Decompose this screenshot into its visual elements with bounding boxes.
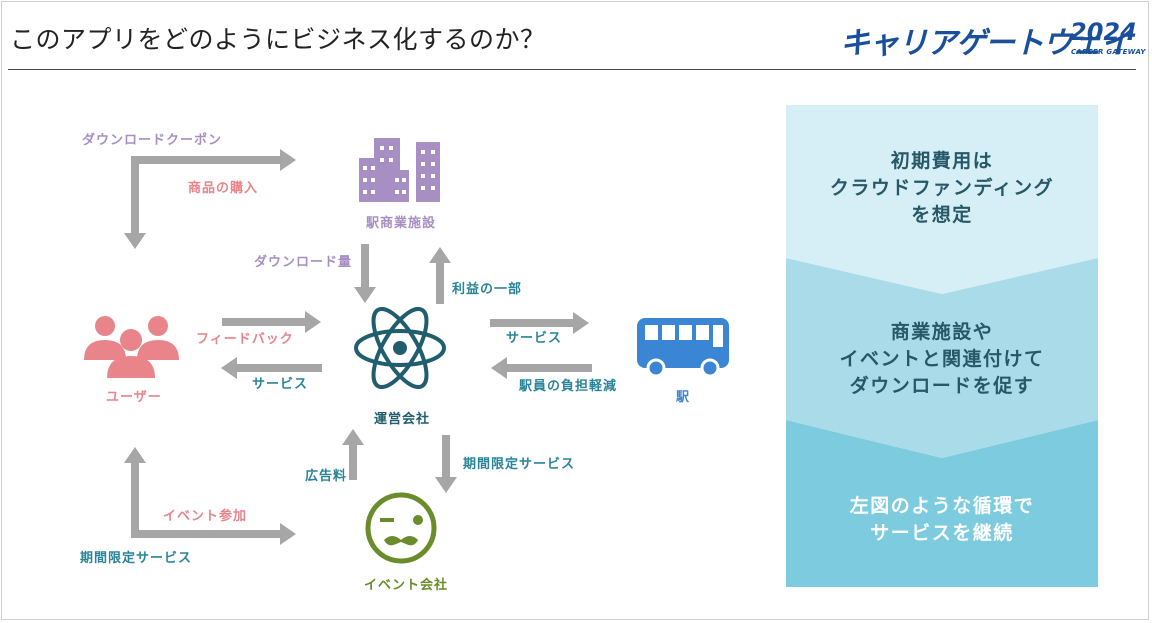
logo-subtitle: CAREER GATEWAY xyxy=(1071,48,1146,56)
step3-line2: サービスを継続 xyxy=(870,522,1014,544)
title-divider xyxy=(8,69,1136,70)
node-label-operator: 運営会社 xyxy=(374,412,431,427)
slide-title: このアプリをどのようにビジネス化するのか？ xyxy=(10,25,546,54)
flow-label-limited-service-user: 期間限定サービス xyxy=(80,551,193,566)
node-label-commercial: 駅商業施設 xyxy=(366,216,437,231)
arrow-commercial-to-user xyxy=(131,156,285,238)
building-icon xyxy=(359,138,440,202)
flow-label-profit-share: 利益の一部 xyxy=(452,282,523,297)
panel-step-2 xyxy=(786,258,1098,458)
process-panel-text: 初期費用は クラウドファンディング を想定 商業施設や イベントと関連付けて ダ… xyxy=(786,105,1098,587)
step3-line1: 左図のような循環で xyxy=(849,495,1035,517)
mustache-face-icon xyxy=(365,492,437,564)
step1-line1: 初期費用は xyxy=(890,150,994,172)
node-label-station: 駅 xyxy=(676,390,691,405)
node-label-event-company: イベント会社 xyxy=(364,578,449,593)
flow-label-purchase: 商品の購入 xyxy=(188,181,259,196)
atom-icon xyxy=(354,306,446,390)
flow-label-service-to-station: サービス xyxy=(506,331,563,346)
flow-label-service-to-user: サービス xyxy=(252,377,309,392)
flow-label-event-participation: イベント参加 xyxy=(163,509,248,524)
flow-label-download-volume: ダウンロード量 xyxy=(254,255,353,270)
logo-year: 2024 xyxy=(1070,18,1137,46)
flow-label-ad-fee: 広告料 xyxy=(305,469,348,484)
flow-label-feedback: フィードバック xyxy=(196,332,294,347)
flow-label-limited-service-event: 期間限定サービス xyxy=(463,457,576,472)
brand-logo: キャリアゲートウェイ 2024 CAREER GATEWAY xyxy=(840,18,1146,62)
flow-label-staff-burden: 駅員の負担軽減 xyxy=(519,379,618,394)
flow-label-download-coupon: ダウンロードクーポン xyxy=(82,133,223,148)
node-label-user: ユーザー xyxy=(106,390,162,405)
step3-text: 左図のような循環で サービスを継続 xyxy=(786,493,1098,547)
panel-step-1 xyxy=(786,105,1098,294)
panel-step-3 xyxy=(786,420,1098,587)
flow-diagram xyxy=(84,138,729,564)
step1-line3: を想定 xyxy=(911,204,973,226)
step2-line3: ダウンロードを促す xyxy=(849,375,1035,397)
step1-line2: クラウドファンディング xyxy=(829,177,1055,199)
step1-text: 初期費用は クラウドファンディング を想定 xyxy=(786,148,1098,229)
bus-icon xyxy=(637,318,729,378)
logo-main-text: キャリアゲートウェイ xyxy=(840,26,1131,61)
step2-line1: 商業施設や xyxy=(890,321,994,343)
arrow-event-participation xyxy=(131,458,285,538)
step2-line2: イベントと関連付けて xyxy=(839,348,1045,370)
people-icon xyxy=(84,316,179,378)
step2-text: 商業施設や イベントと関連付けて ダウンロードを促す xyxy=(786,319,1098,400)
